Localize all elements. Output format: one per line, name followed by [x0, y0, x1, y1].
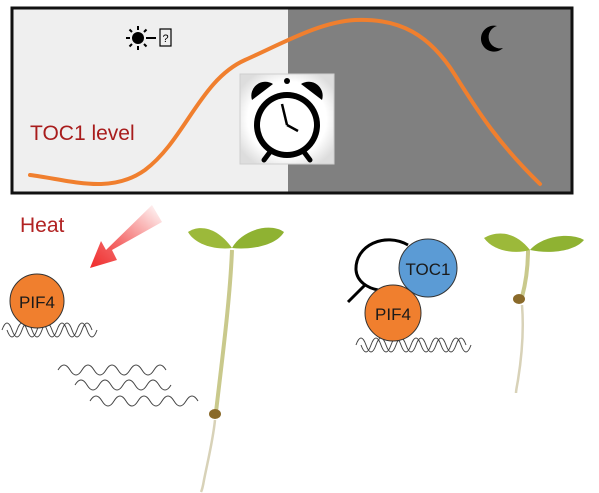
moon-icon	[480, 25, 503, 52]
toc1-level-curve	[28, 17, 542, 187]
free-dna-lines	[57, 364, 199, 407]
tall-seedling	[188, 227, 284, 493]
tall-seedling-stem	[214, 249, 234, 413]
alarm-clock-icon	[239, 73, 335, 165]
dna-strand	[360, 337, 472, 353]
short-seedling-left-cotyledon	[484, 233, 530, 252]
day-night-panel: ? TOC1 level	[10, 6, 574, 195]
right-complex-group: TOC1 PIF4	[346, 238, 472, 353]
toc1-label: TOC1	[405, 260, 450, 279]
short-seedling-right-cotyledon	[530, 235, 584, 252]
missing-glyph-icon: ?	[150, 28, 172, 47]
pif4-label: PIF4	[375, 305, 411, 324]
inhibition-bar	[346, 282, 368, 304]
toc1-protein	[398, 238, 458, 298]
short-seedling-stem	[520, 249, 530, 298]
missing-glyph-mark: ?	[162, 33, 168, 45]
short-seedling-seed	[513, 294, 525, 304]
left-pif4-group: PIF4	[1, 273, 98, 338]
pif4-protein	[9, 273, 65, 329]
toc1-level-label: TOC1 level	[30, 122, 135, 145]
short-seedling-root	[514, 304, 525, 394]
inhibition-arc	[354, 238, 409, 292]
night-region	[288, 8, 572, 193]
tall-seedling-left-cotyledon	[188, 228, 232, 249]
heat-label: Heat	[20, 214, 65, 237]
panel-border	[10, 6, 574, 195]
sun-icon	[126, 26, 150, 50]
tall-seedling-seed	[209, 409, 221, 419]
heat-arrow	[90, 205, 162, 268]
short-seedling	[484, 233, 584, 394]
tall-seedling-root	[199, 419, 217, 493]
pif4-label: PIF4	[19, 293, 55, 312]
tall-seedling-right-cotyledon	[232, 227, 284, 249]
pif4-protein	[364, 284, 422, 342]
dna-strand	[355, 337, 467, 353]
